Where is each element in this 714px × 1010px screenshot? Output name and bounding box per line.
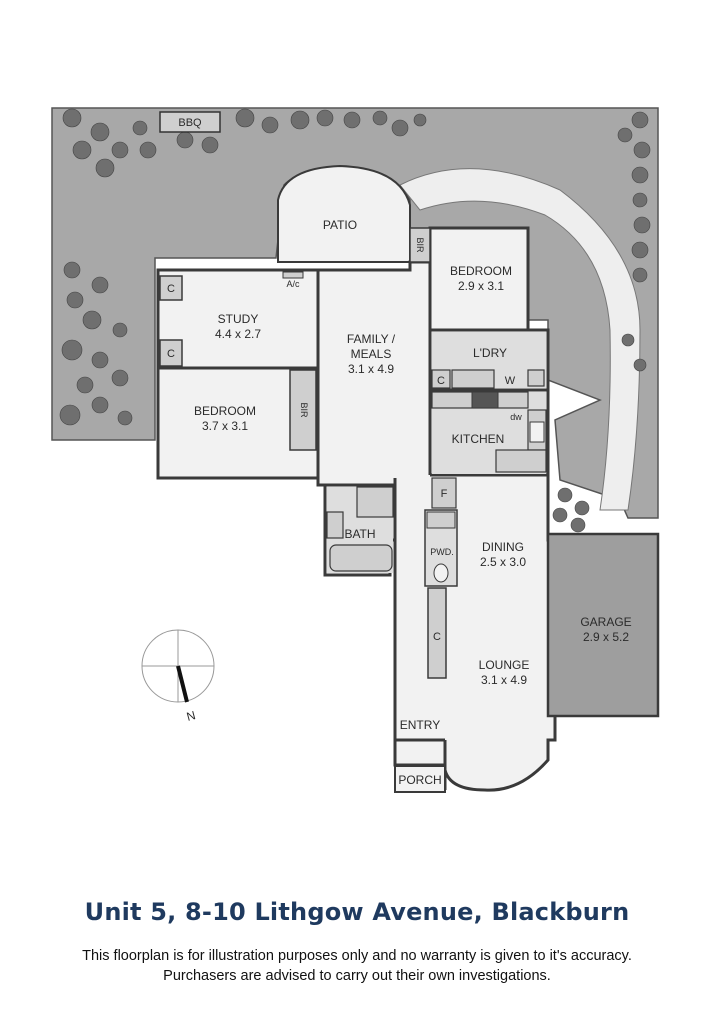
study-cupboard-1-label: C <box>167 283 175 295</box>
shrubs <box>59 108 651 533</box>
room-size-dining: 2.5 x 3.0 <box>480 555 526 569</box>
cooktop <box>471 391 499 409</box>
aircon-label: A/c <box>286 279 300 289</box>
room-label-bath: BATH <box>344 527 375 541</box>
bir-left <box>289 369 317 451</box>
shower <box>356 486 394 518</box>
compass-north-label: N <box>185 708 197 724</box>
bir-rear-label: BIR <box>415 237 425 253</box>
room-label-kitchen: KITCHEN <box>452 432 505 446</box>
room-label-dining: DINING <box>482 540 524 554</box>
kitchen-island <box>495 449 547 473</box>
toilet <box>433 563 449 583</box>
room-label-entry: ENTRY <box>400 718 440 732</box>
bathtub <box>329 544 393 572</box>
porch-area <box>394 765 446 793</box>
disclaimer-line-2: Purchasers are advised to carry out thei… <box>163 968 551 984</box>
room-size-garage: 2.9 x 5.2 <box>583 630 629 644</box>
room-label-study: STUDY <box>218 312 259 326</box>
compass <box>141 629 215 703</box>
kitchen-sink <box>529 421 545 443</box>
dishwasher-label: dw <box>510 412 522 422</box>
room-label-lounge: LOUNGE <box>479 658 530 672</box>
room-label-bedroom-left: BEDROOM <box>194 404 256 418</box>
study-cupboard-2-label: C <box>167 348 175 360</box>
fridge <box>431 477 457 509</box>
fridge-label: F <box>441 488 448 500</box>
internal-walls <box>158 262 548 790</box>
study-cupboard-1 <box>159 275 183 301</box>
room-label-patio: PATIO <box>323 218 357 232</box>
hall-cupboard-label: C <box>433 631 441 643</box>
laundry-cupboard-label: C <box>437 375 445 387</box>
disclaimer-line-1: This floorplan is for illustration purpo… <box>82 948 632 964</box>
room-size-family: 3.1 x 4.9 <box>348 362 394 376</box>
room-label-garage: GARAGE <box>580 615 631 629</box>
bir-left-label: BIR <box>299 402 309 418</box>
room-label-family: FAMILY / <box>347 332 396 346</box>
bbq-area <box>159 111 221 133</box>
room-size-lounge: 3.1 x 4.9 <box>481 673 527 687</box>
room-label-laundry: L'DRY <box>473 346 507 360</box>
floorplan-diagram: BBQ PATIO BIR BEDROOM 2.9 x 3.1 C C A/c … <box>51 107 660 793</box>
hall-cupboard <box>427 587 447 679</box>
garage-area <box>546 532 660 718</box>
study-cupboard-2 <box>159 339 183 367</box>
disclaimer: This floorplan is for illustration purpo… <box>0 946 714 986</box>
room-size-bedroom-rear: 2.9 x 3.1 <box>458 279 504 293</box>
room-label-porch: PORCH <box>398 773 441 787</box>
room-size-bedroom-left: 3.7 x 3.1 <box>202 419 248 433</box>
laundry-tub <box>527 369 545 387</box>
property-address: Unit 5, 8-10 Lithgow Avenue, Blackburn <box>84 898 630 926</box>
washer-label: W <box>505 375 516 387</box>
room-label-bedroom-rear: BEDROOM <box>450 264 512 278</box>
patio-area <box>277 164 411 263</box>
room-label-powder: PWD. <box>430 547 454 557</box>
vanity <box>326 511 344 539</box>
powder-basin <box>426 511 456 529</box>
bir-rear <box>409 227 431 263</box>
room-label-bbq: BBQ <box>178 117 202 129</box>
driveway-path <box>399 168 641 511</box>
room-label-meals: MEALS <box>351 347 392 361</box>
room-size-study: 4.4 x 2.7 <box>215 327 261 341</box>
aircon-unit <box>282 271 304 279</box>
laundry-cupboard <box>431 369 451 389</box>
laundry-bench <box>451 369 495 389</box>
